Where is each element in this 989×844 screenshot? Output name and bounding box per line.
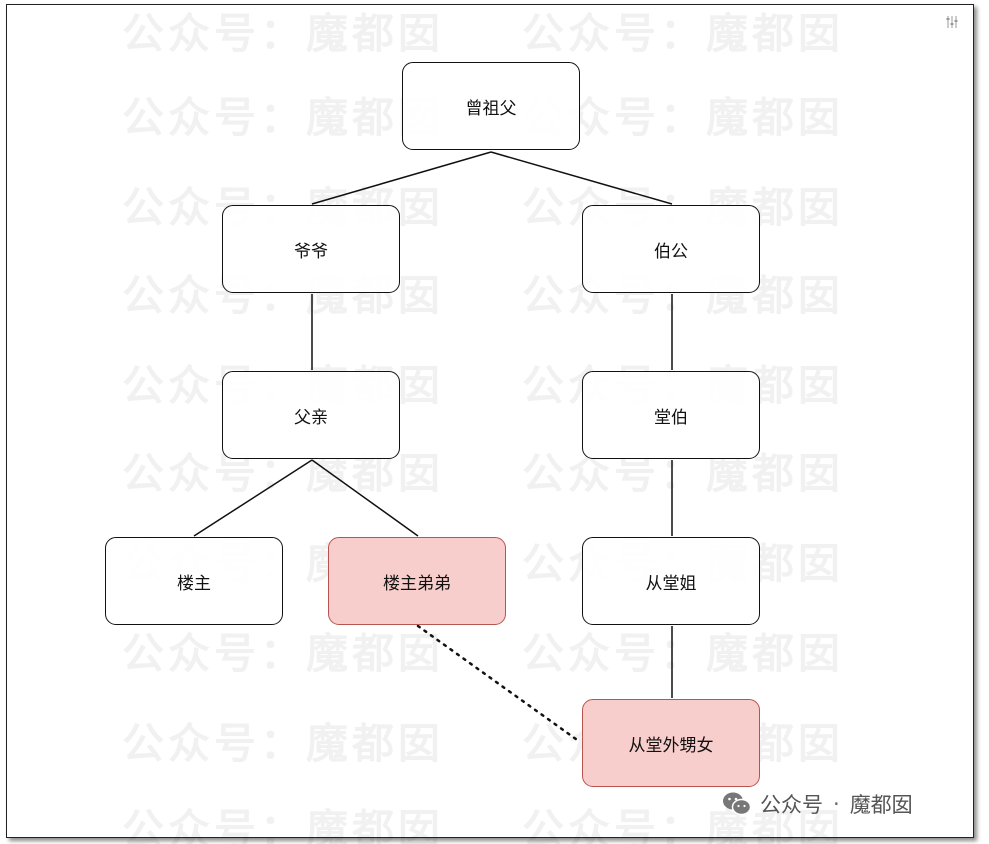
node-great-grandfather[interactable]: 曾祖父 bbox=[402, 62, 580, 150]
edge-brother-niece-dotted bbox=[416, 624, 582, 744]
node-cousin-niece[interactable]: 从堂外甥女 bbox=[582, 699, 760, 787]
footer-brand: 公众号 · 魔都囡 bbox=[722, 788, 913, 820]
edge-father-poster bbox=[193, 459, 313, 537]
footer-account-name: 魔都囡 bbox=[849, 793, 913, 817]
node-grandfather[interactable]: 爷爷 bbox=[222, 205, 400, 293]
node-granduncle[interactable]: 伯公 bbox=[582, 205, 760, 293]
wechat-icon bbox=[723, 792, 752, 816]
node-poster[interactable]: 楼主 bbox=[105, 537, 283, 625]
node-cousin-sister[interactable]: 从堂姐 bbox=[582, 537, 760, 625]
edge-greatgrandfather-granduncle bbox=[490, 151, 673, 205]
footer-brand-label: 公众号 bbox=[760, 793, 823, 817]
node-cousin-uncle[interactable]: 堂伯 bbox=[582, 371, 760, 459]
edge-greatgrandfather-grandfather bbox=[311, 151, 492, 205]
node-father[interactable]: 父亲 bbox=[222, 371, 400, 459]
settings-sliders-icon[interactable] bbox=[944, 14, 960, 30]
footer-separator: · bbox=[833, 792, 840, 816]
edge-father-brother bbox=[311, 459, 419, 537]
node-poster-brother[interactable]: 楼主弟弟 bbox=[328, 537, 506, 625]
